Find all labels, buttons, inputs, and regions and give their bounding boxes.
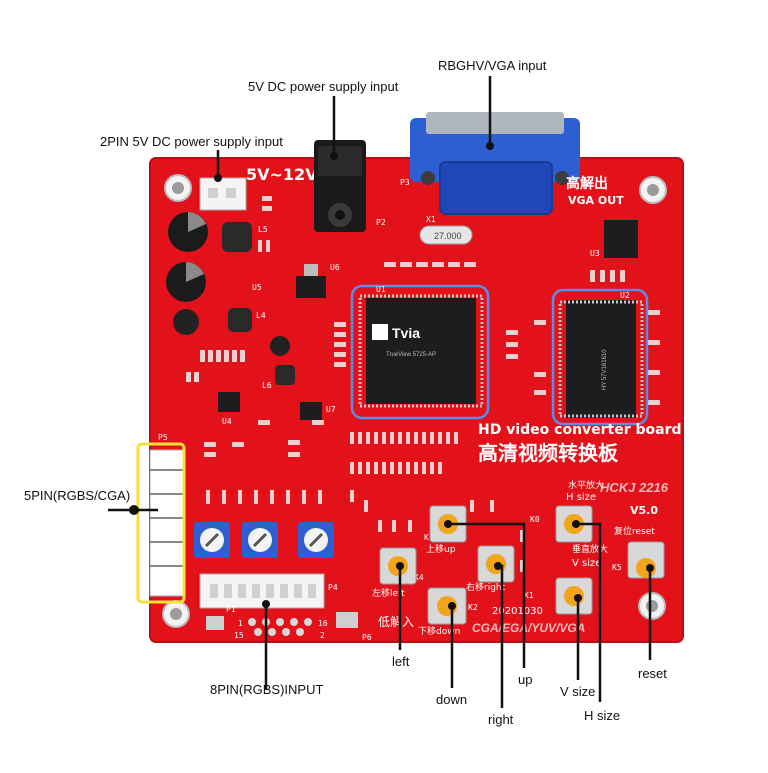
u7-label: U7: [326, 405, 336, 414]
board-title-en: HD video converter board: [478, 422, 682, 438]
voltage-silkscreen: 5V~12V: [246, 165, 318, 184]
callout-down: down: [436, 692, 468, 707]
leader-dots: [129, 142, 654, 610]
header-p1-label: P1: [226, 605, 236, 614]
low-res-label: 低解入: [378, 615, 414, 629]
callout-dc-jack: 5V DC power supply input: [248, 79, 399, 94]
leader-up: [448, 522, 526, 668]
u2-label: U2: [620, 291, 630, 300]
board-date: 20201030: [492, 606, 543, 617]
voltage-regulators: [218, 264, 326, 420]
electrolytic-capacitors: [166, 212, 290, 356]
k5-label: K5: [612, 563, 622, 572]
u3-label: U3: [590, 249, 600, 258]
two-pin-power-header: [199, 177, 247, 211]
leader-h-size: [576, 522, 602, 702]
board-title-cn: 高清视频转换板: [478, 441, 619, 465]
bottom-header-pads: [206, 612, 358, 636]
trimmer-potentiometers: [194, 522, 334, 558]
v-size-cn-label: 垂直放大: [572, 543, 608, 555]
v-size-en-label: V size: [572, 558, 601, 569]
header-p4-label: P4: [328, 583, 338, 592]
ram-marking: HY 57V161610: [602, 349, 608, 390]
header-p6-label: P6: [362, 633, 372, 642]
inductors: [222, 222, 295, 385]
callout-up: up: [518, 672, 533, 687]
l6-label: L6: [262, 381, 272, 390]
five-pin-header: [149, 449, 185, 597]
five-pin-highlight-box: [136, 442, 186, 604]
chip-model: TrueView 5725-AP: [386, 352, 436, 358]
h-size-cn-label: 水平放大: [568, 479, 604, 491]
u6-label: U6: [330, 263, 340, 272]
right-silkscreen: 右移right: [466, 581, 506, 593]
callout-h-size: H size: [584, 708, 621, 723]
header-pin1-label: 1: [238, 619, 243, 628]
crystal-oscillator: [419, 225, 473, 245]
ic-u3: [604, 220, 638, 258]
x1-label: X1: [426, 215, 436, 224]
u5-label: U5: [252, 283, 262, 292]
callout-reset: reset: [638, 666, 667, 681]
chip-highlight-box: [350, 284, 490, 420]
chip-brand: Tvia: [392, 325, 420, 341]
vga-connector: [410, 112, 580, 215]
header-pin16-label: 16: [318, 619, 328, 628]
button-v-size[interactable]: [555, 577, 593, 615]
dc-power-jack: [314, 140, 366, 232]
header-p3-label: P3: [400, 178, 410, 187]
board-version: V5.0: [630, 504, 658, 517]
header-p5-label: P5: [158, 433, 168, 442]
vga-out-en-label: VGA OUT: [568, 194, 624, 207]
u4-label: U4: [222, 417, 232, 426]
l5-label: L5: [258, 225, 268, 234]
h-size-en-label: H size: [566, 492, 596, 503]
left-silkscreen: 左移left: [372, 587, 405, 599]
eight-pin-header: [199, 573, 325, 609]
down-silkscreen: 下移down: [418, 625, 460, 637]
up-silkscreen: 上移up: [426, 543, 456, 555]
callout-two-pin: 2PIN 5V DC power supply input: [100, 134, 283, 149]
board-model: HCKJ 2216: [600, 480, 669, 495]
callout-right: right: [488, 712, 514, 727]
l4-label: L4: [256, 311, 266, 320]
k6-label: K6: [424, 533, 434, 542]
k4-label: K4: [414, 573, 424, 582]
u1-label: U1: [376, 285, 386, 294]
callout-v-size: V size: [560, 684, 596, 699]
callout-eight-pin: 8PIN(RGBS)INPUT: [210, 682, 324, 697]
k0-label: K0: [530, 515, 540, 524]
k1-label: K1: [524, 591, 534, 600]
tvia-scaler-chip: [358, 294, 484, 408]
button-down[interactable]: [427, 587, 467, 625]
callout-five-pin: 5PIN(RGBS/CGA): [24, 488, 131, 503]
callout-leaders: [108, 76, 652, 708]
button-reset[interactable]: [627, 541, 665, 579]
header-pin2-label: 2: [320, 631, 325, 640]
board-modes: CGA/EGA/YUV/VGA: [472, 621, 585, 635]
smd-components: [186, 196, 660, 572]
vga-out-cn-label: 高解出: [566, 175, 608, 192]
k2-label: K2: [468, 603, 478, 612]
reset-silkscreen: 复位reset: [614, 525, 655, 537]
header-pin15-label: 15: [234, 631, 244, 640]
callout-left: left: [392, 654, 410, 669]
header-p2-label: P2: [376, 218, 386, 227]
callout-vga-input: RBGHV/VGA input: [438, 58, 547, 73]
ram-highlight-box: [551, 288, 649, 426]
sdram-chip: [558, 300, 644, 418]
crystal-frequency: 27.000: [434, 231, 462, 241]
